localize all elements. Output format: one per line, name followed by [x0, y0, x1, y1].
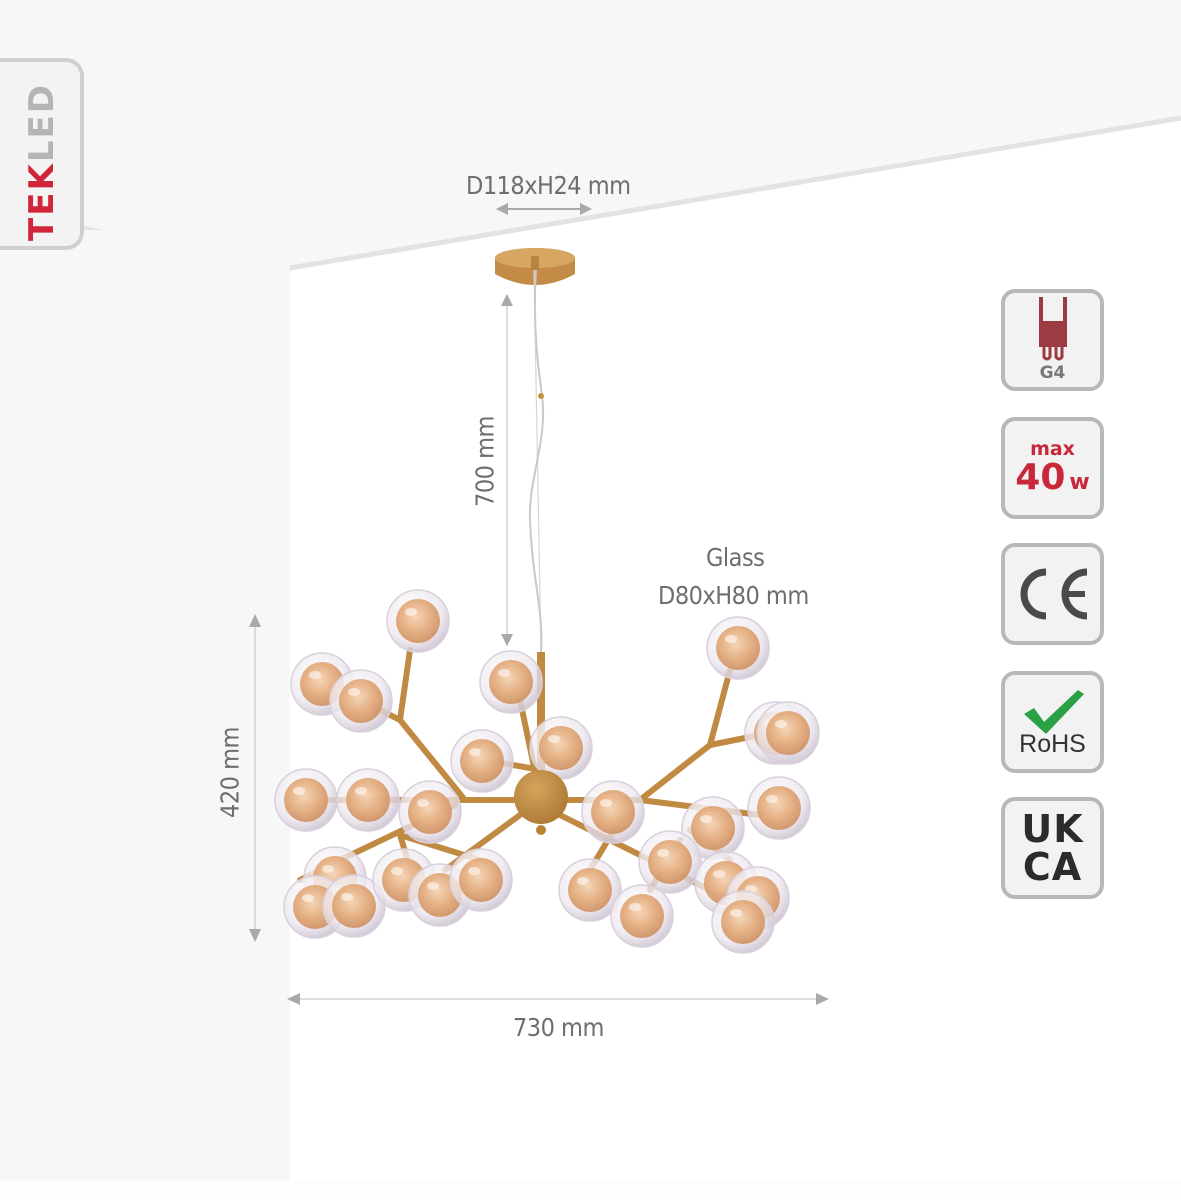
glass-title-label: Glass — [706, 543, 765, 572]
dimension-arrows — [249, 203, 829, 1005]
rohs-check-icon — [1023, 689, 1084, 734]
canopy-dimension-label: D118xH24 mm — [466, 171, 631, 200]
width-dimension-label: 730 mm — [513, 1013, 604, 1042]
logo-suffix: LED — [22, 83, 62, 163]
left-wall — [0, 230, 290, 1180]
brand-logo: TEKLED — [22, 83, 62, 241]
height-dimension-label: 420 mm — [215, 727, 245, 818]
ce-mark-badge — [1001, 543, 1104, 645]
max-wattage-badge: max 40 w — [1001, 417, 1104, 519]
ukca-badge: UK CA — [1001, 797, 1104, 899]
g4-bulb-badge: G4 — [1001, 289, 1104, 391]
rohs-label: RoHS — [1019, 729, 1086, 758]
glass-size-label: D80xH80 mm — [658, 581, 809, 610]
wattage-value: 40 w — [1015, 457, 1090, 498]
g4-bulb-icon — [1038, 297, 1067, 361]
rohs-badge: RoHS — [1001, 671, 1104, 773]
drop-length-label: 700 mm — [470, 416, 500, 507]
logo-prefix: TEK — [22, 162, 62, 241]
ce-mark-icon — [1020, 568, 1087, 620]
bulb-base-label: G4 — [1039, 363, 1066, 383]
teklead-logo-badge: TEKLED — [0, 58, 84, 250]
ukca-mark-icon: UK CA — [1021, 807, 1084, 889]
ceiling — [0, 0, 1181, 268]
max-prefix: max — [1030, 438, 1075, 460]
